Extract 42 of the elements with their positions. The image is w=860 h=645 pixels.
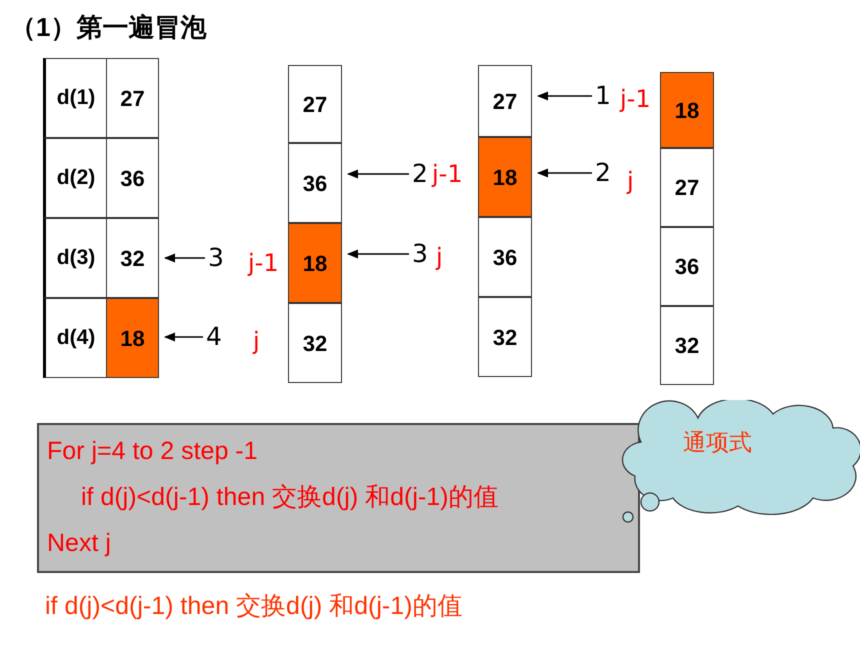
array-cell: 36 xyxy=(288,143,342,223)
code-line: Next j xyxy=(47,528,111,560)
arrow xyxy=(164,254,205,262)
pointer-label: j-1 xyxy=(248,248,279,279)
array-cell: 36 xyxy=(478,217,532,297)
array-cell: 27 xyxy=(478,65,532,137)
array-row xyxy=(43,138,159,218)
code-line: if d(j)<d(j-1) then 交换d(j) 和d(j-1)的值 xyxy=(80,482,498,514)
highlighted-cell: 18 xyxy=(288,223,342,303)
code-line: if d(j)<d(j-1) then 交换d(j) 和d(j-1)的值 xyxy=(45,591,462,622)
arrow xyxy=(346,250,409,258)
pointer-label: j xyxy=(253,326,260,357)
array-cell: 32 xyxy=(288,303,342,383)
step-number: 2 xyxy=(412,160,432,188)
array-cell: 32 xyxy=(478,297,532,377)
pointer-label: j-1 xyxy=(620,84,651,115)
code-line: For j=4 to 2 step -1 xyxy=(47,436,258,468)
arrow xyxy=(164,332,203,342)
step-number: 4 xyxy=(206,323,226,351)
array-cell: 27 xyxy=(288,65,342,143)
array-row xyxy=(43,218,159,298)
step-number: 3 xyxy=(208,244,228,272)
array-row xyxy=(43,58,159,138)
step-number: 1 xyxy=(595,82,615,110)
arrow xyxy=(536,92,592,100)
highlighted-cell: 18 xyxy=(478,137,532,217)
cloud-text: 通项式 xyxy=(683,429,752,458)
highlighted-cell: 18 xyxy=(660,72,714,148)
pointer-label: j xyxy=(436,242,443,273)
array-row xyxy=(43,298,159,378)
array-cell: 32 xyxy=(660,306,714,385)
value-label: 18 xyxy=(107,299,158,377)
pointer-label: j-1 xyxy=(432,159,463,190)
step-number: 2 xyxy=(595,159,615,187)
pointer-label: j xyxy=(627,166,634,197)
code-panel xyxy=(37,423,640,573)
array-cell: 36 xyxy=(660,227,714,306)
step-number: 3 xyxy=(412,240,432,268)
arrow xyxy=(536,168,592,178)
array-cell: 27 xyxy=(660,148,714,227)
title: （1）第一遍冒泡 xyxy=(10,11,206,44)
arrow xyxy=(346,170,409,178)
